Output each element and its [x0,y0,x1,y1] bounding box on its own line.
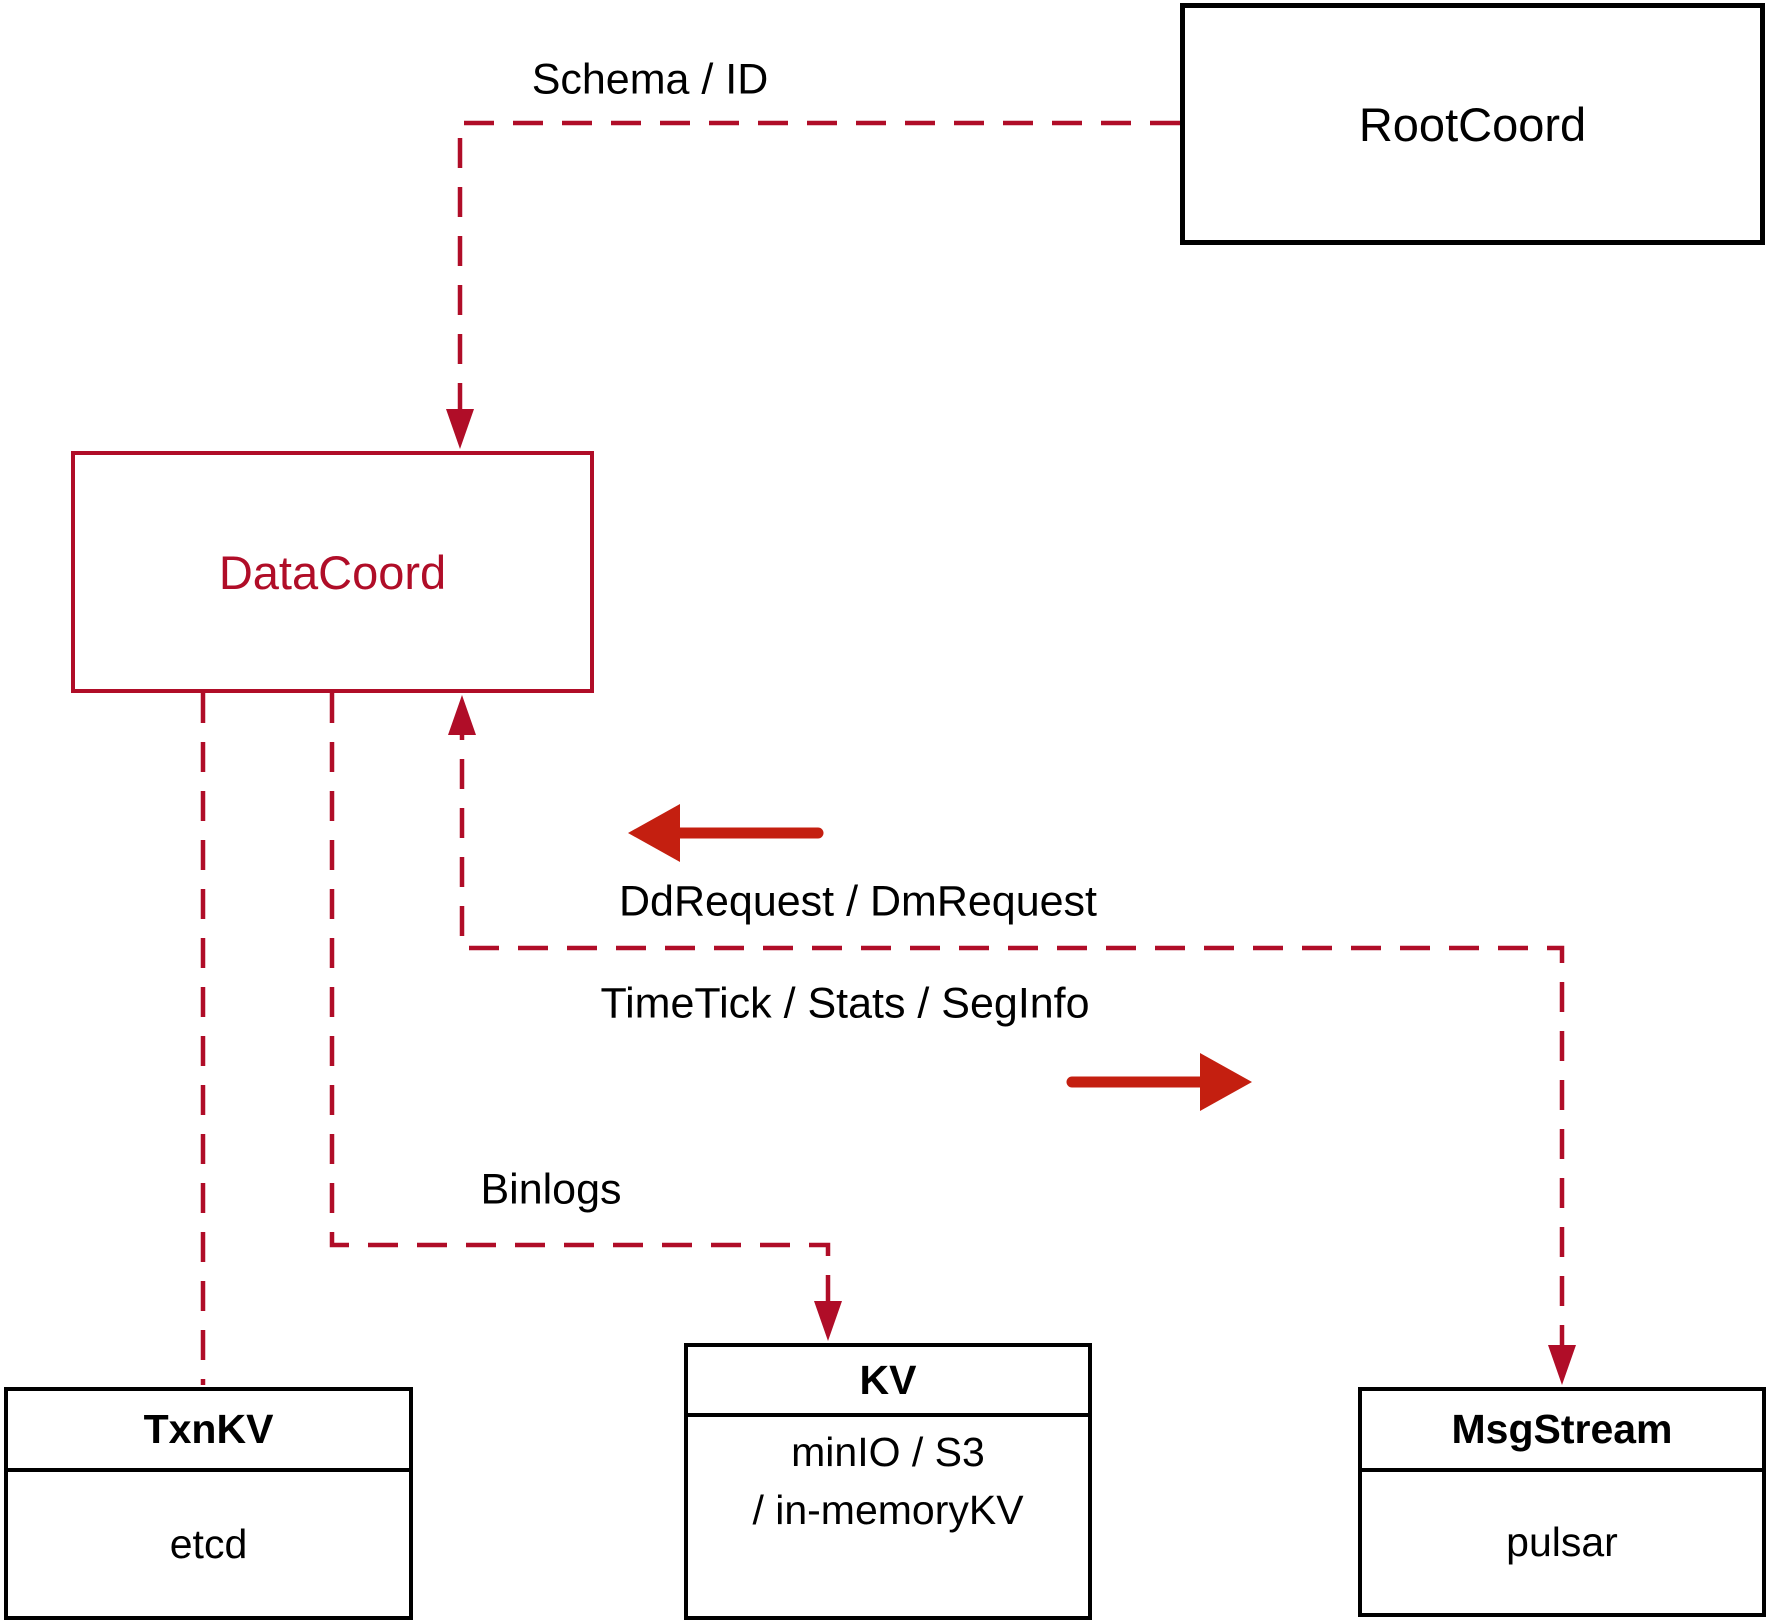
solid-arrow-left-head [628,804,680,862]
edge-label-binlogs: Binlogs [480,1165,622,1214]
node-rootcoord: RootCoord [1180,3,1765,245]
node-kv-title: KV [688,1347,1088,1417]
node-kv-body-line2: / in-memoryKV [752,1487,1024,1533]
arrowhead-into-kv-top [814,1301,842,1341]
solid-arrow-right-head [1200,1053,1252,1111]
node-txnkv-body: etcd [169,1520,248,1567]
edge-label-time-tick: TimeTick / Stats / SegInfo [600,979,1090,1028]
node-datacoord: DataCoord [71,451,594,693]
arrowhead-into-msgstream-top [1548,1345,1576,1385]
node-kv-body-line1: minIO / S3 [791,1429,985,1475]
node-datacoord-label: DataCoord [218,545,447,599]
edge-msgstream-datacoord-bus [459,710,1565,1372]
node-rootcoord-label: RootCoord [1358,97,1587,151]
edge-rootcoord-to-datacoord [457,120,1180,437]
edge-label-schema-id: Schema / ID [531,55,769,104]
edge-datacoord-to-kv [329,693,831,1328]
node-msgstream: MsgStream pulsar [1358,1387,1766,1617]
node-msgstream-title: MsgStream [1362,1391,1762,1472]
node-msgstream-body: pulsar [1506,1519,1618,1565]
node-txnkv-title: TxnKV [8,1391,409,1472]
edge-label-dd-request: DdRequest / DmRequest [619,877,1097,926]
arrowhead-into-datacoord-top [446,409,474,449]
node-kv-body: minIO / S3 / in-memoryKV [688,1417,1088,1616]
node-kv: KV minIO / S3 / in-memoryKV [684,1343,1092,1620]
node-txnkv: TxnKV etcd [4,1387,413,1620]
arrowhead-into-datacoord-bottom [448,695,476,735]
